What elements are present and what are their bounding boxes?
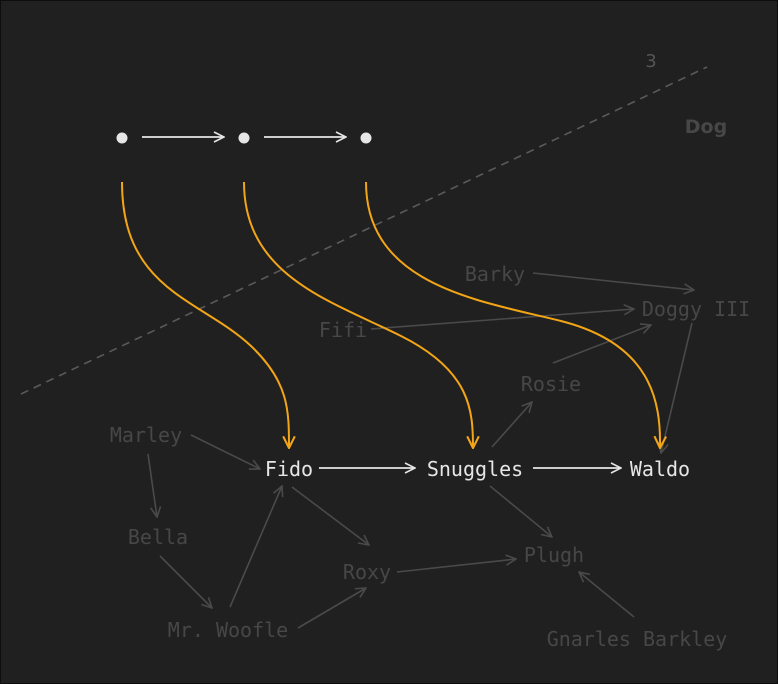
edge-fifi-doggy: [370, 309, 634, 330]
edge-bella-woofle: [159, 555, 212, 608]
edge-marley-bella: [147, 453, 157, 517]
edge-barky-doggy: [532, 272, 694, 290]
mapping-arrow-snuggles: [243, 181, 473, 448]
edge-snuggles-plugh: [489, 485, 552, 537]
source-dot-1: [116, 132, 128, 144]
node-fido: Fido: [265, 457, 313, 481]
target-chain: Fido Snuggles Waldo: [265, 457, 690, 481]
background-edges: [147, 272, 694, 629]
category-label: Dog: [685, 116, 727, 138]
edge-roxy-plugh: [396, 559, 516, 573]
edge-woofle-roxy: [297, 588, 366, 629]
node-waldo: Waldo: [630, 457, 690, 481]
edge-rosie-doggy: [552, 325, 651, 364]
dashed-divider: [20, 66, 708, 395]
source-dot-3: [360, 132, 372, 144]
node-roxy: Roxy: [343, 560, 391, 584]
node-bella: Bella: [128, 525, 188, 549]
node-gnarles-barkley: Gnarles Barkley: [547, 627, 728, 651]
node-barky: Barky: [465, 262, 525, 286]
edge-fido-roxy: [291, 486, 369, 545]
mapping-arrow-fido: [121, 181, 289, 448]
edge-marley-fido: [190, 434, 260, 469]
node-snuggles: Snuggles: [427, 457, 523, 481]
mapping-arrow-waldo: [365, 181, 660, 448]
edge-doggy-waldo: [661, 322, 693, 453]
edge-woofle-fido: [229, 486, 282, 608]
node-marley: Marley: [110, 423, 182, 447]
edge-gnarles-plugh: [579, 572, 635, 618]
node-fifi: Fifi: [319, 318, 367, 342]
source-chain: [116, 132, 372, 144]
edge-snuggles-rosie: [491, 402, 532, 448]
corner-number: 3: [645, 51, 656, 72]
node-plugh: Plugh: [524, 543, 584, 567]
node-rosie: Rosie: [521, 372, 581, 396]
node-mr-woofle: Mr. Woofle: [168, 618, 288, 642]
background-nodes: Barky Doggy III Fifi Rosie Marley Bella …: [110, 262, 750, 651]
node-doggy-iii: Doggy III: [642, 297, 750, 321]
source-dot-2: [238, 132, 250, 144]
mapping-arrows: [121, 181, 660, 448]
